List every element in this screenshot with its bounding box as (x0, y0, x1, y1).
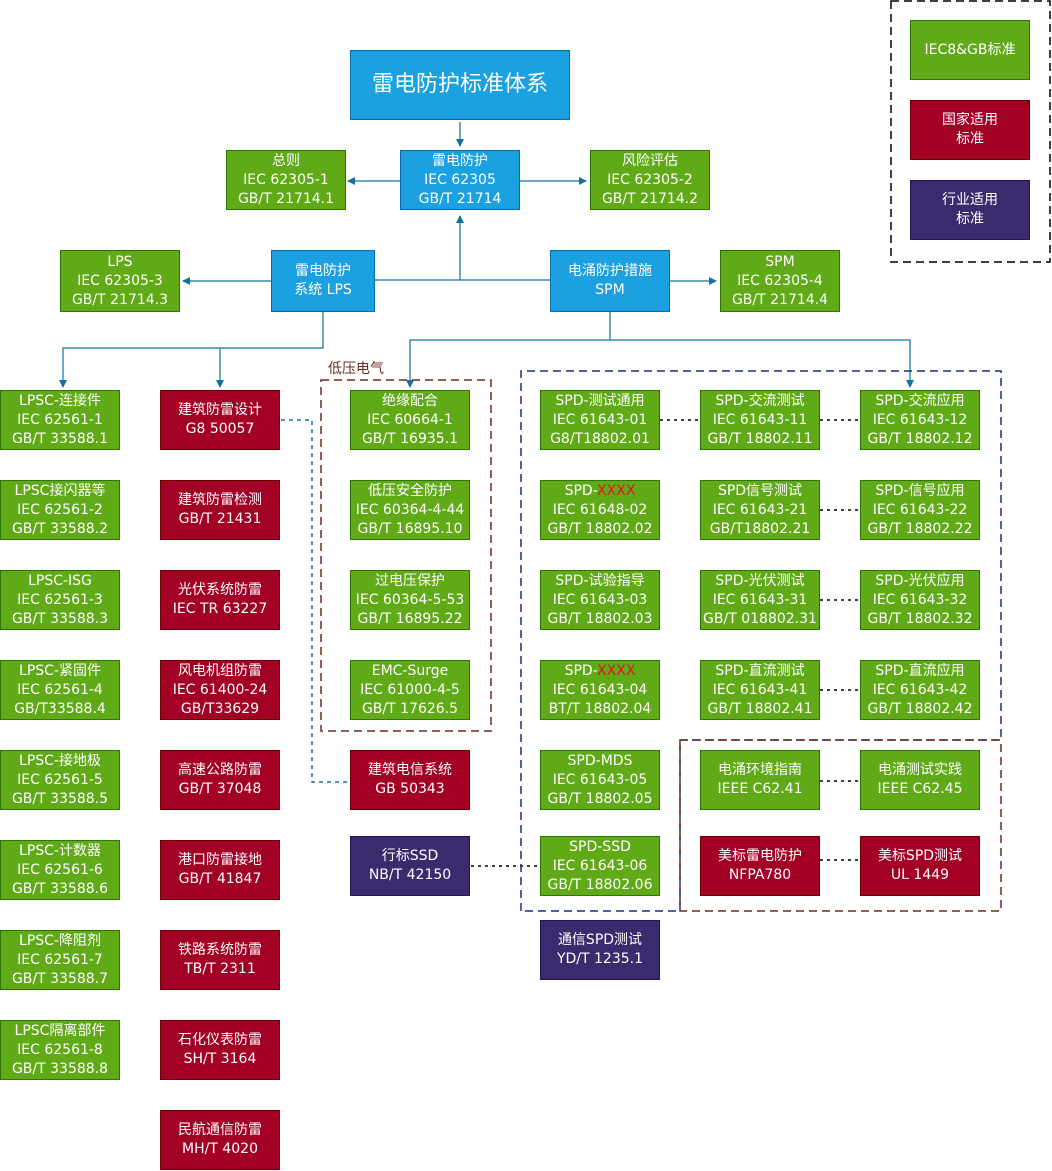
low-voltage-group (320, 379, 492, 732)
link-design-to-telecom (281, 419, 348, 783)
spd-group (520, 370, 1002, 912)
legend-frame (890, 0, 1051, 263)
arrow-spm-to-spd (610, 339, 914, 388)
arrow-spm-to-lowvoltage (406, 312, 611, 388)
legend-red: 国家适用标准 (910, 100, 1030, 160)
low-voltage-label: 低压电气 (328, 361, 384, 377)
us-ieee-group (679, 739, 1002, 912)
legend-green: IEC8&GB标准 (910, 20, 1030, 80)
legend-purple: 行业适用标准 (910, 180, 1030, 240)
lps-system-node: 雷电防护系统 LPS (271, 250, 375, 312)
arrow-lps-to-lpsc (59, 312, 324, 388)
page-title: 雷电防护标准体系 (350, 50, 570, 120)
